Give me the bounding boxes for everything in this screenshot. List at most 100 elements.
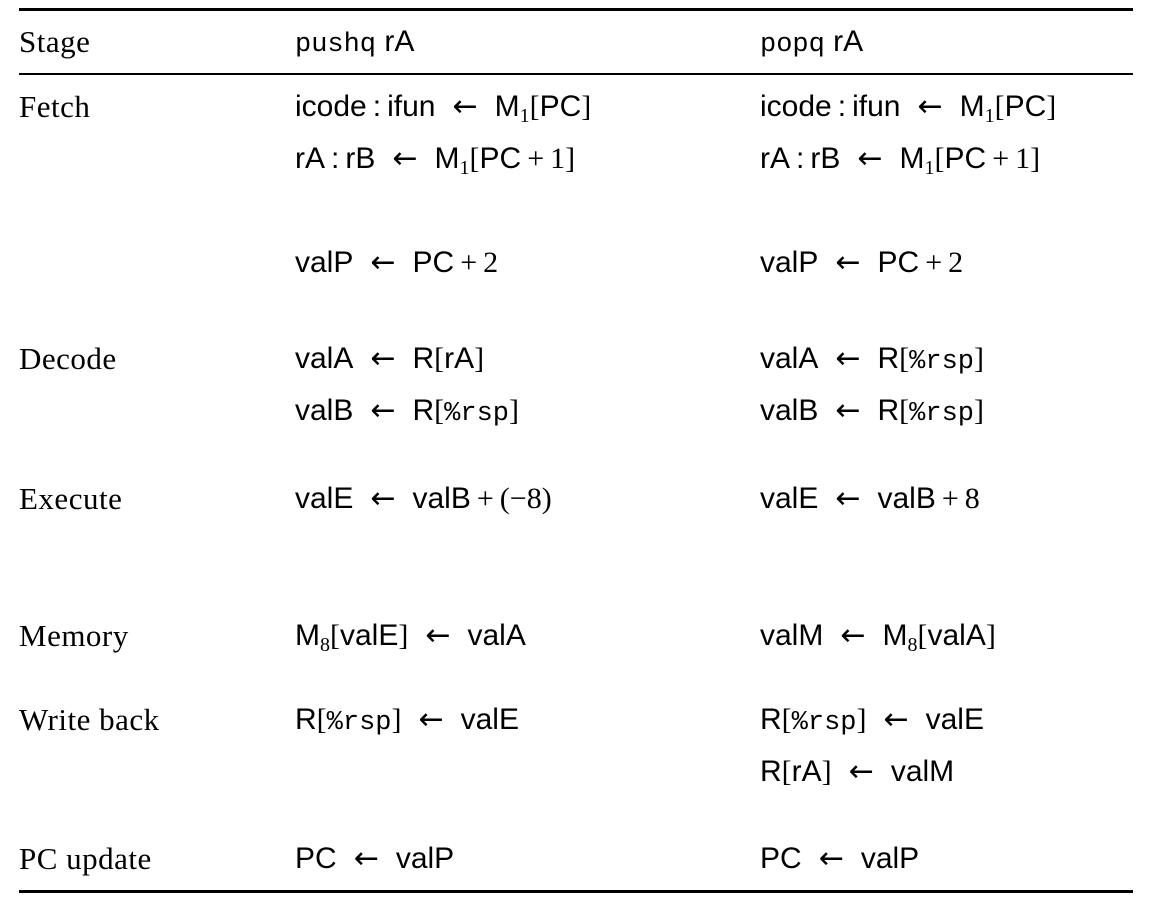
stage-label-pcupdate: PC update xyxy=(19,841,152,876)
decode-pushq-cell: valA←R[rA]valB←R[%rsp] xyxy=(295,333,760,437)
memory-popq-cell: valM←M8[valA] xyxy=(760,610,1133,662)
left-arrow-glyph: ← xyxy=(840,618,866,653)
signal-token: valE xyxy=(925,703,984,736)
signal-token: PC xyxy=(1004,90,1047,123)
math-token: + 1] xyxy=(986,142,1041,175)
execute-pushq-line-1: valE←valB + (−8) xyxy=(295,473,760,525)
fetch-popq-line-2: rA : rB←M1[PC + 1] xyxy=(760,133,1133,185)
math-token: + 8 xyxy=(935,482,980,515)
left-arrow-glyph: ← xyxy=(848,754,874,789)
fetch-pushq-line-3 xyxy=(295,185,760,237)
signal-token: rA xyxy=(444,342,475,375)
left-arrow-glyph: ← xyxy=(392,141,418,176)
typewriter-token: %rsp xyxy=(909,399,974,429)
subscript-token: 1 xyxy=(924,157,935,179)
writeback-pushq-line-1: R[%rsp]←valE xyxy=(295,694,760,746)
signal-token: valP xyxy=(395,842,455,875)
signal-token: M xyxy=(882,619,908,652)
signal-token: R xyxy=(295,703,317,736)
fetch-pushq-cell: icode : ifun←M1[PC]rA : rB←M1[PC + 1]val… xyxy=(295,81,760,289)
column-header-popq: popq rA xyxy=(760,25,1133,60)
signal-token: M xyxy=(959,90,985,123)
table-header-rule xyxy=(19,73,1133,75)
signal-token: valA xyxy=(927,619,986,652)
signal-token: PC xyxy=(412,246,455,279)
math-token: [ xyxy=(899,394,910,427)
signal-token: valA xyxy=(760,342,819,375)
left-arrow-glyph: ← xyxy=(353,841,379,876)
subscript-token: 8 xyxy=(907,634,918,656)
stage-computation-table: Stage pushq rA popq rA Fetch icode : ifun… xyxy=(19,0,1133,893)
math-token: ] xyxy=(581,90,592,123)
left-arrow-glyph: ← xyxy=(370,245,396,280)
memory-popq-line-1: valM←M8[valA] xyxy=(760,610,1133,662)
math-token: [ xyxy=(529,90,540,123)
left-arrow-glyph: ← xyxy=(818,841,844,876)
signal-token: PC xyxy=(944,142,987,175)
math-token: ] xyxy=(398,619,409,652)
left-arrow-glyph: ← xyxy=(370,481,396,516)
math-token: [ xyxy=(316,703,327,736)
memory-pushq-line-1: M8[valE]←valA xyxy=(295,610,760,662)
table-header-row: Stage pushq rA popq rA xyxy=(19,11,1133,73)
typewriter-token: pushq xyxy=(295,29,377,60)
math-token: [ xyxy=(934,142,945,175)
signal-token: valP xyxy=(860,842,920,875)
signal-token: valP xyxy=(295,246,354,279)
math-token: [ xyxy=(994,90,1005,123)
signal-token: PC xyxy=(877,246,920,279)
signal-token: PC xyxy=(760,842,802,875)
math-token: ] xyxy=(821,755,832,788)
math-token: ] xyxy=(973,394,984,427)
signal-token: M xyxy=(494,90,520,123)
execute-pushq-cell: valE←valB + (−8) xyxy=(295,473,760,525)
pcupdate-popq-cell: PC ← valP xyxy=(760,833,1133,885)
signal-token: valA xyxy=(467,619,526,652)
table-bottom-rule xyxy=(19,890,1133,893)
signal-token: icode : ifun xyxy=(760,90,901,123)
pcupdate-pushq-cell: PC←valP xyxy=(295,833,760,885)
signal-token: rA xyxy=(791,755,822,788)
typewriter-token: %rsp xyxy=(791,708,857,738)
signal-token: rA : rB xyxy=(295,142,376,175)
decode-popq-cell: valA←R[%rsp]valB←R[%rsp] xyxy=(760,333,1133,437)
left-arrow-glyph: ← xyxy=(917,89,943,124)
math-token: [ xyxy=(434,342,445,375)
math-token: [ xyxy=(781,703,792,736)
typewriter-token: %rsp xyxy=(444,399,509,429)
left-arrow-glyph: ← xyxy=(370,341,396,376)
stage-label-fetch: Fetch xyxy=(19,89,91,124)
left-arrow-glyph: ← xyxy=(835,393,861,428)
signal-token: valB xyxy=(760,394,819,427)
signal-token: icode : ifun xyxy=(295,90,436,123)
execute-popq-line-1: valE←valB + 8 xyxy=(760,473,1133,525)
math-token: ] xyxy=(856,703,867,736)
signal-token: R xyxy=(412,394,435,427)
left-arrow-glyph: ← xyxy=(418,702,444,737)
stage-label-decode: Decode xyxy=(19,341,117,376)
signal-token: PC xyxy=(479,142,522,175)
math-token: [ xyxy=(434,394,445,427)
math-token: + 1] xyxy=(521,142,576,175)
signal-token: R xyxy=(877,342,900,375)
signal-token: M xyxy=(295,619,320,652)
memory-pushq-cell: M8[valE]←valA xyxy=(295,610,760,662)
table-top-rule xyxy=(19,8,1133,11)
column-header-pushq: pushq rA xyxy=(295,25,760,60)
pcupdate-pushq-line-1: PC←valP xyxy=(295,833,760,885)
writeback-popq-line-1: R[%rsp]←valE xyxy=(760,694,1133,746)
signal-token: PC xyxy=(539,90,582,123)
fetch-popq-line-4: valP←PC + 2 xyxy=(760,237,1133,289)
math-token: [ xyxy=(469,142,480,175)
signal-token: M xyxy=(899,142,925,175)
writeback-popq-line-2: R[rA]←valM xyxy=(760,746,1133,798)
left-arrow-glyph: ← xyxy=(370,393,396,428)
typewriter-token: %rsp xyxy=(326,708,392,738)
left-arrow-glyph: ← xyxy=(883,702,909,737)
